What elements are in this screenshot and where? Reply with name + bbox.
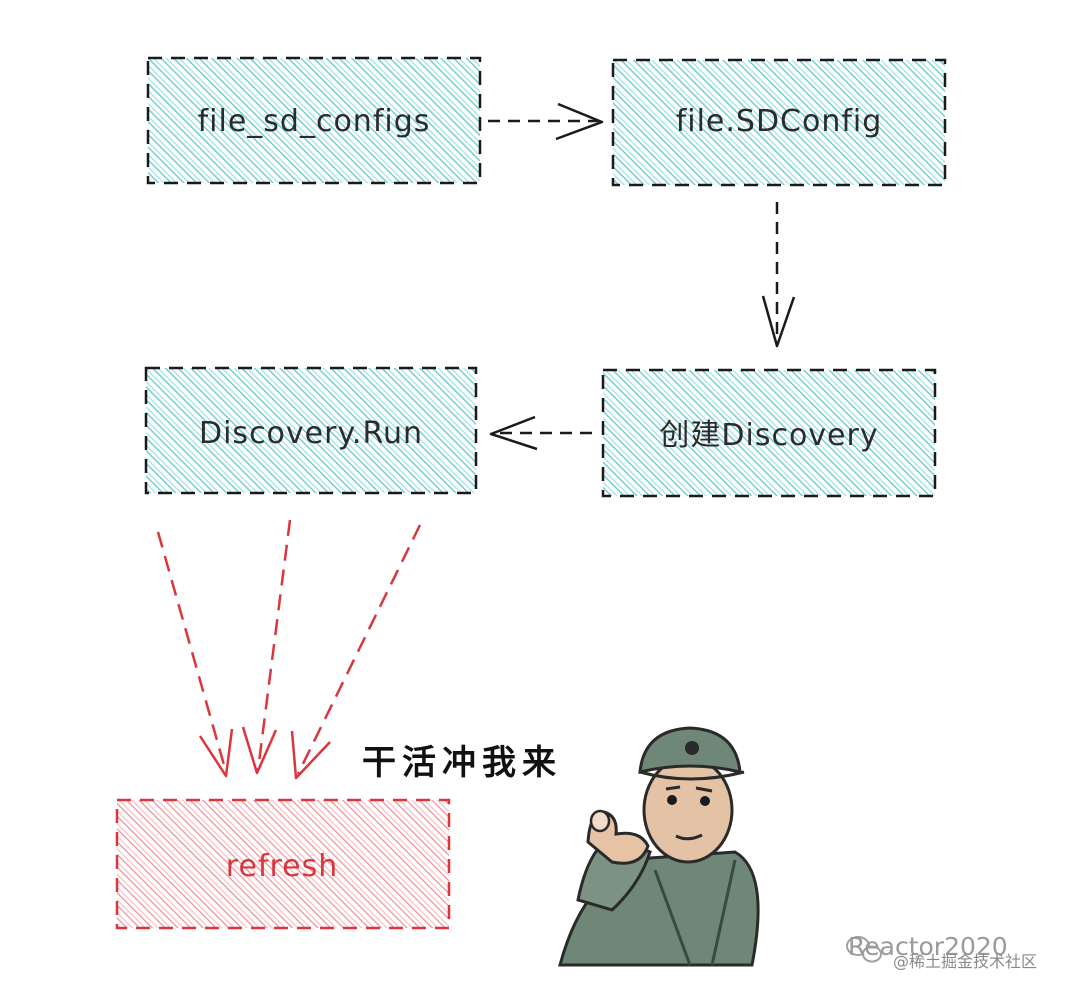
node-refresh: refresh xyxy=(115,798,451,930)
wechat-icon xyxy=(846,936,882,963)
watermark-text: Reactor2020 xyxy=(848,932,1008,961)
node-label: Discovery.Run xyxy=(199,416,423,451)
soldier-illustration xyxy=(558,726,760,967)
edge-create-to-run xyxy=(489,415,592,451)
node-label: 创建Discovery xyxy=(659,418,878,453)
node-discovery-run: Discovery.Run xyxy=(144,366,478,495)
node-create-discovery: 创建Discovery xyxy=(601,368,937,498)
caption: 干活冲我来 xyxy=(362,743,562,783)
node-label: file.SDConfig xyxy=(676,104,883,139)
node-file-sd-configs: file_sd_configs xyxy=(146,56,482,185)
watermark-subtext: @稀土掘金技术社区 xyxy=(893,952,1038,971)
edge-run-to-refresh-middle xyxy=(241,519,292,775)
edge-run-to-refresh-right xyxy=(290,524,422,780)
edge-configs-to-sdconfig xyxy=(488,102,604,141)
node-file-sdconfig: file.SDConfig xyxy=(611,58,947,187)
node-label: file_sd_configs xyxy=(198,104,431,139)
node-label: refresh xyxy=(226,849,338,884)
edge-sdconfig-to-create xyxy=(761,202,796,348)
edge-run-to-refresh-left xyxy=(156,531,234,778)
